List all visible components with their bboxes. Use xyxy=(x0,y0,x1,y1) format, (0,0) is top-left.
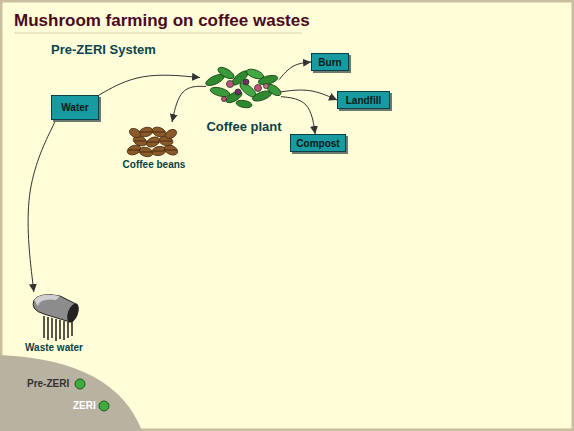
plant-node: Coffee plant xyxy=(200,66,288,134)
nav-button xyxy=(75,379,85,389)
node-label: Landfill xyxy=(346,95,382,106)
page-title: Mushroom farming on coffee wastes xyxy=(14,11,310,31)
system-heading: Pre-ZERI System xyxy=(51,42,156,57)
nav-panel xyxy=(0,355,142,431)
node-label: Compost xyxy=(296,138,339,149)
outcome-box: Compost xyxy=(290,134,346,152)
outcome-box: Burn xyxy=(311,53,349,71)
flow-arrow xyxy=(28,120,56,292)
node-label: Coffee plant xyxy=(206,119,281,134)
coffee-plant-illustration xyxy=(204,65,283,109)
flow-arrow xyxy=(99,75,200,95)
outcome-box: Landfill xyxy=(337,91,390,109)
node-label: Waste water xyxy=(25,342,83,353)
product-node: Coffee beans xyxy=(118,122,190,170)
flow-arrow xyxy=(281,97,315,134)
waste-node: Waste water xyxy=(18,292,90,353)
coffee-beans-illustration xyxy=(126,125,179,158)
flow-arrow xyxy=(279,62,311,80)
title-rule xyxy=(14,33,302,34)
nav-label: Pre-ZERI xyxy=(27,378,69,389)
node-label: Burn xyxy=(318,57,341,68)
waste-water-pipe xyxy=(33,295,81,341)
nav-button xyxy=(99,401,109,411)
source-box: Water xyxy=(51,95,99,120)
nav-label: ZERI xyxy=(73,400,96,411)
flow-arrow xyxy=(172,86,206,122)
flow-arrow xyxy=(281,90,337,100)
node-label: Water xyxy=(61,102,88,113)
node-label: Coffee beans xyxy=(123,159,186,170)
